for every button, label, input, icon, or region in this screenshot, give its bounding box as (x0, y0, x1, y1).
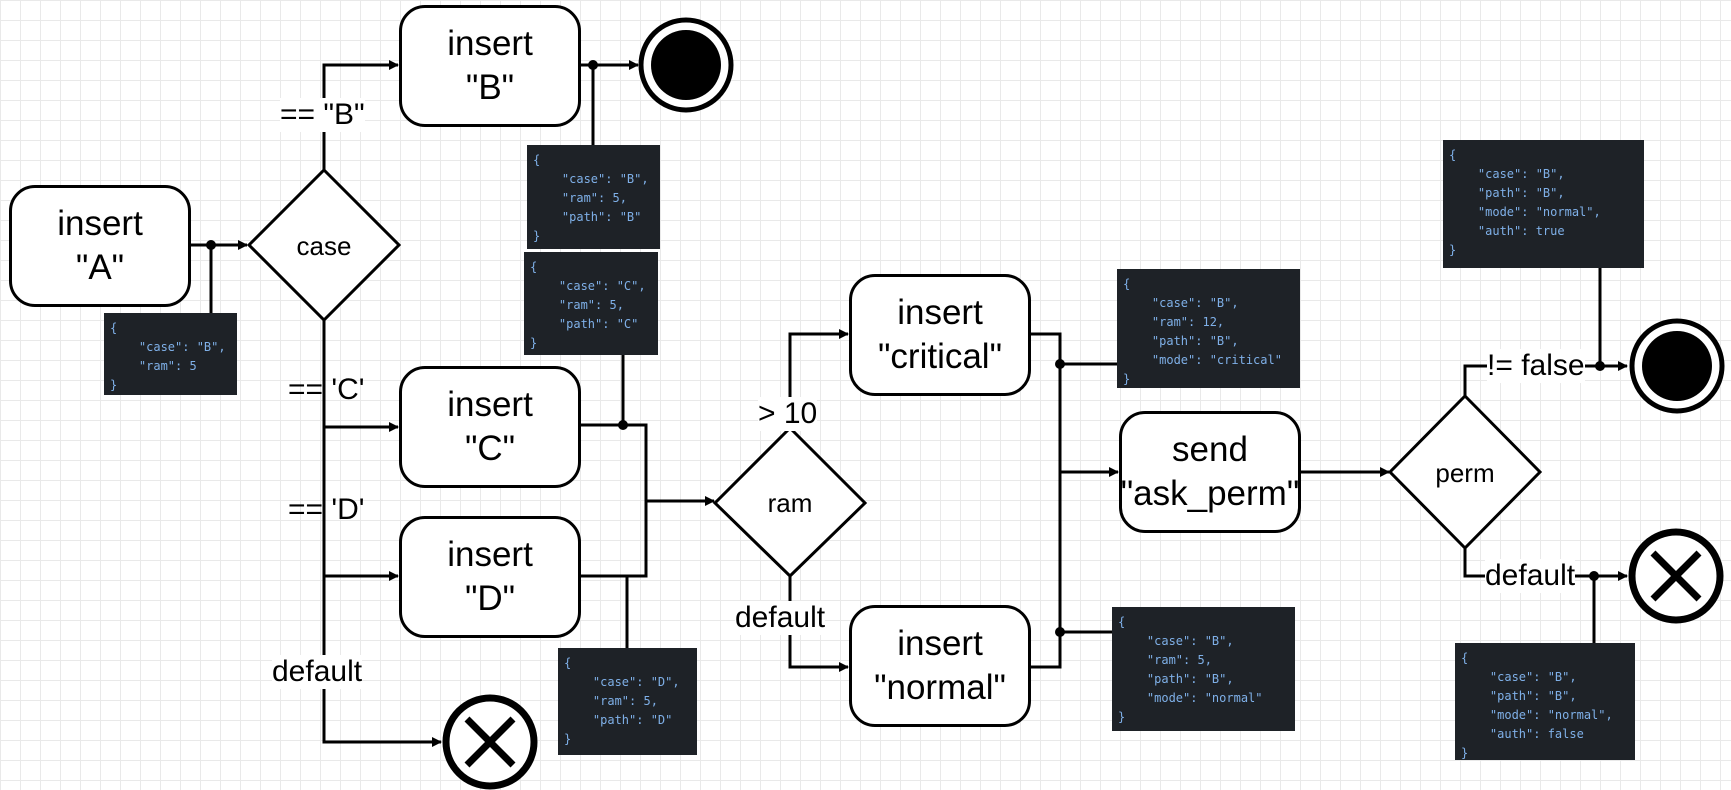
edge-label-eq-b: == "B" (280, 98, 365, 132)
node-insert-critical-line1: insert (897, 293, 983, 332)
node-insert-b-line2: "B" (465, 68, 515, 107)
node-insert-a-line1: insert (57, 204, 143, 243)
json-state-d: { "case": "D", "ram": 5, "path": "D" } (558, 648, 697, 755)
node-insert-c: insert "C" (399, 366, 581, 488)
edge-label-eq-d: == 'D' (288, 493, 365, 526)
edge-critical-merge (1030, 332, 1062, 669)
node-send-ask-perm-line1: send (1172, 430, 1248, 469)
json-state-critical: { "case": "B", "ram": 12, "path": "B", "… (1117, 269, 1300, 388)
json-state-normal: { "case": "B", "ram": 5, "path": "B", "m… (1112, 607, 1295, 731)
node-insert-critical-line2: "critical" (877, 337, 1003, 376)
node-insert-c-line2: "C" (464, 429, 516, 468)
node-insert-a: insert "A" (9, 185, 191, 307)
edge-label-default-ram: default (735, 601, 826, 635)
node-insert-a-line2: "A" (75, 248, 125, 287)
node-insert-d-line2: "D" (464, 579, 516, 618)
edge-case-to-b (322, 60, 399, 170)
decision-perm-label: perm (1435, 458, 1495, 488)
json-state-a: { "case": "B", "ram": 5 } (104, 313, 237, 395)
edge-label-eq-c: == 'C' (288, 373, 365, 406)
node-send-ask-perm-line2: "ask_perm" (1120, 474, 1300, 513)
edge-label-ne-false: != false (1487, 349, 1585, 383)
final-state-icon (638, 17, 734, 113)
edge-label-gt-10: > 10 (758, 397, 818, 431)
edge-label-default-case: default (272, 655, 363, 689)
node-insert-d: insert "D" (399, 516, 581, 638)
cancel-state-icon (1628, 528, 1724, 624)
cancel-state-icon (442, 694, 538, 790)
json-state-auth-false: { "case": "B", "path": "B", "mode": "nor… (1455, 643, 1635, 760)
decision-perm (1387, 393, 1543, 551)
edge-case-trunk (322, 320, 442, 747)
edge-c-to-ram (580, 423, 648, 578)
json-state-b: { "case": "B", "ram": 5, "path": "B" } (527, 145, 660, 249)
decision-ram (712, 425, 868, 579)
node-insert-b-line1: insert (447, 24, 533, 63)
decision-case-label: case (296, 231, 352, 261)
node-insert-normal-line1: insert (897, 624, 983, 663)
final-state-icon (1629, 318, 1725, 414)
node-insert-b: insert "B" (399, 5, 581, 127)
json-state-auth-true: { "case": "B", "path": "B", "mode": "nor… (1443, 140, 1644, 268)
node-insert-d-line1: insert (447, 535, 533, 574)
node-send-ask-perm: send "ask_perm" (1119, 411, 1301, 533)
node-insert-normal-line2: "normal" (874, 668, 1006, 707)
edge-label-default-perm: default (1485, 559, 1576, 593)
node-insert-normal: insert "normal" (849, 605, 1031, 727)
edge-ram-to-critical (788, 329, 849, 428)
node-insert-c-line1: insert (447, 385, 533, 424)
decision-case (246, 167, 402, 323)
json-state-c: { "case": "C", "ram": 5, "path": "C" } (524, 252, 658, 355)
decision-ram-label: ram (767, 488, 813, 518)
node-insert-critical: insert "critical" (849, 274, 1031, 396)
